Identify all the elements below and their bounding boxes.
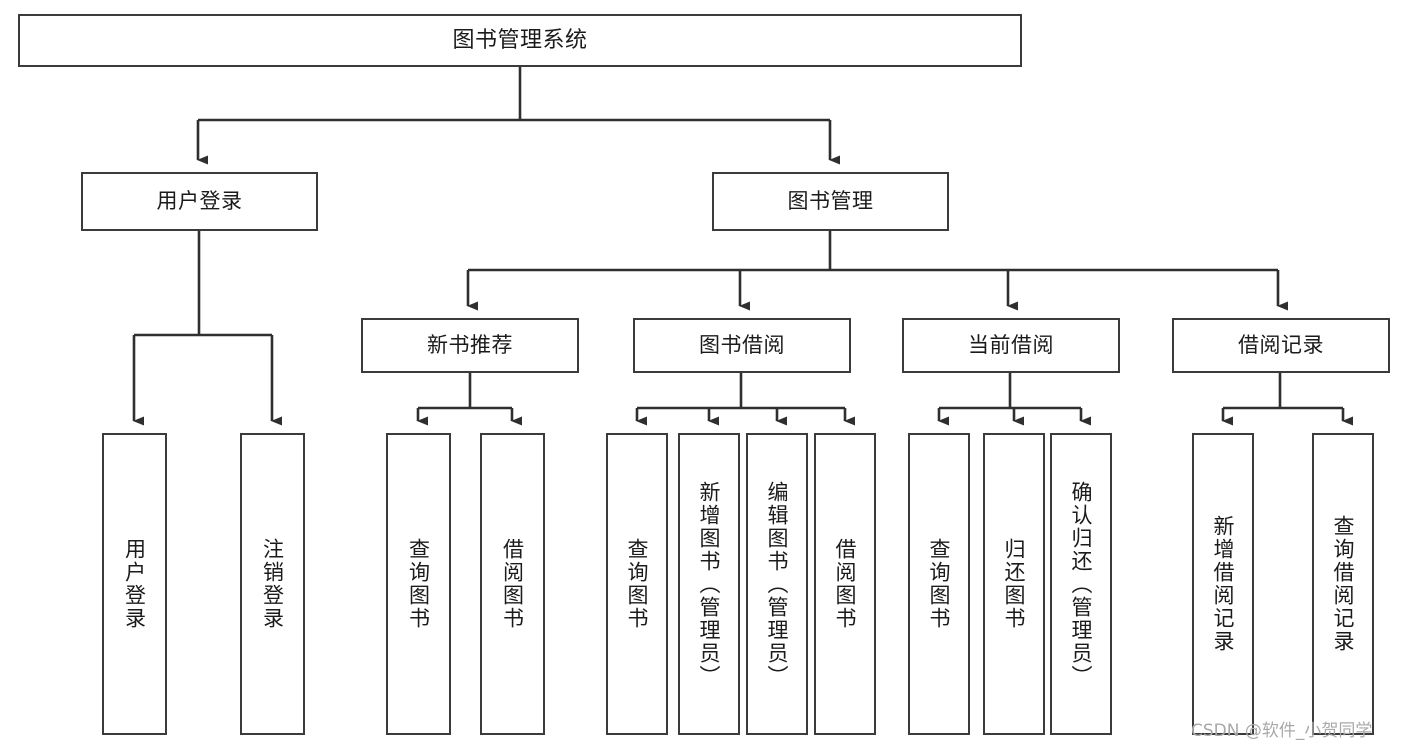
node-borrow-record[interactable]: 借阅记录 [1172,318,1390,373]
node-leaf-borrow-book-label: 借阅图书 [833,538,858,630]
node-leaf-query-book-borrow[interactable]: 查询图书 [606,433,668,735]
node-user-login-label: 用户登录 [156,189,243,214]
node-leaf-query-book-current[interactable]: 查询图书 [908,433,970,735]
node-leaf-edit-book-admin-label: 编辑图书（管理员） [765,480,790,688]
node-leaf-confirm-return-admin[interactable]: 确认归还（管理员） [1050,433,1112,735]
node-leaf-borrow-book-new[interactable]: 借阅图书 [480,433,545,735]
node-book-borrow[interactable]: 图书借阅 [633,318,851,373]
node-book-management-label: 图书管理 [787,189,874,214]
node-leaf-user-login-label: 用户登录 [122,538,147,630]
node-leaf-query-book-borrow-label: 查询图书 [625,538,650,630]
node-new-book-recommend[interactable]: 新书推荐 [361,318,579,373]
node-leaf-query-borrow-record[interactable]: 查询借阅记录 [1312,433,1374,735]
node-leaf-add-book-admin-label: 新增图书（管理员） [697,480,722,688]
node-new-book-recommend-label: 新书推荐 [427,333,513,358]
node-borrow-record-label: 借阅记录 [1238,333,1324,358]
node-current-borrow[interactable]: 当前借阅 [902,318,1120,373]
node-root-label: 图书管理系统 [452,27,588,53]
node-root[interactable]: 图书管理系统 [18,14,1022,67]
node-leaf-query-book-current-label: 查询图书 [927,538,952,630]
node-leaf-query-book-new[interactable]: 查询图书 [386,433,451,735]
node-book-management[interactable]: 图书管理 [712,172,949,231]
node-leaf-return-book[interactable]: 归还图书 [983,433,1045,735]
node-book-borrow-label: 图书借阅 [699,333,785,358]
node-leaf-logout-label: 注销登录 [260,538,285,630]
node-current-borrow-label: 当前借阅 [968,333,1054,358]
node-leaf-borrow-book[interactable]: 借阅图书 [814,433,876,735]
node-leaf-edit-book-admin[interactable]: 编辑图书（管理员） [746,433,808,735]
node-leaf-add-book-admin[interactable]: 新增图书（管理员） [678,433,740,735]
node-leaf-add-borrow-record[interactable]: 新增借阅记录 [1192,433,1254,735]
node-leaf-query-book-new-label: 查询图书 [406,538,431,630]
node-leaf-borrow-book-new-label: 借阅图书 [500,538,525,630]
node-leaf-confirm-return-admin-label: 确认归还（管理员） [1069,480,1094,688]
node-user-login[interactable]: 用户登录 [81,172,318,231]
node-leaf-query-borrow-record-label: 查询借阅记录 [1331,515,1356,653]
node-leaf-return-book-label: 归还图书 [1002,538,1027,630]
node-leaf-logout[interactable]: 注销登录 [240,433,305,735]
watermark-text: CSDN @软件_小贺同学 [1191,721,1373,741]
node-leaf-user-login[interactable]: 用户登录 [102,433,167,735]
node-leaf-add-borrow-record-label: 新增借阅记录 [1211,515,1236,653]
